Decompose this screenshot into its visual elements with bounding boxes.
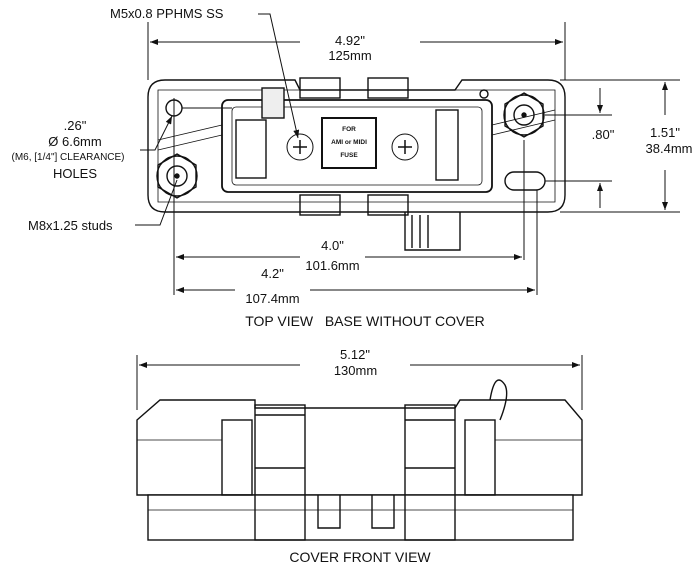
cover-length-in: 5.12": [340, 347, 370, 362]
base-top-view: [147, 77, 566, 251]
hole-spacing-in: 4.2": [261, 266, 284, 281]
stud-leader: [135, 179, 178, 226]
screw-leader: [258, 13, 300, 139]
overall-length-in: 4.92": [335, 33, 365, 48]
hole-note: (M6, [1/4"] CLEARANCE): [11, 152, 125, 163]
overall-length-mm: 125mm: [328, 48, 372, 63]
hole-in: .26": [63, 118, 87, 133]
fuse-label-line: FOR: [342, 126, 356, 133]
hole-mm: Ø 6.6mm: [48, 134, 102, 149]
dim-overall-length: [147, 22, 566, 80]
top-view-caption: TOP VIEW BASE WITHOUT COVER: [245, 313, 485, 329]
dim-cover-length: [136, 355, 583, 410]
hole-word: HOLES: [52, 166, 98, 181]
screw-left-icon: [286, 133, 314, 161]
stud-spacing-in: 4.0": [321, 238, 344, 253]
stud-spacing-mm: 101.6mm: [305, 258, 360, 273]
cover-length-mm: 130mm: [333, 363, 378, 378]
fuse-label-line: AMI or MIDI: [331, 139, 367, 146]
hole-spacing-mm: 107.4mm: [245, 291, 300, 306]
screw-callout: M5x0.8 PPHMS SS: [110, 6, 224, 21]
height-mm: 38.4mm: [645, 141, 693, 156]
height-in: 1.51": [650, 125, 680, 140]
inner-height-in: .80": [591, 127, 615, 142]
cover-front-view: [136, 379, 583, 541]
stud-callout: M8x1.25 studs: [28, 218, 113, 233]
screw-right-icon: [391, 133, 419, 161]
hole-leader: [140, 115, 173, 151]
fuse-label: FOR AMI or MIDI FUSE: [323, 123, 375, 162]
front-view-caption: COVER FRONT VIEW: [289, 549, 431, 565]
fuse-label-line: FUSE: [340, 152, 358, 159]
